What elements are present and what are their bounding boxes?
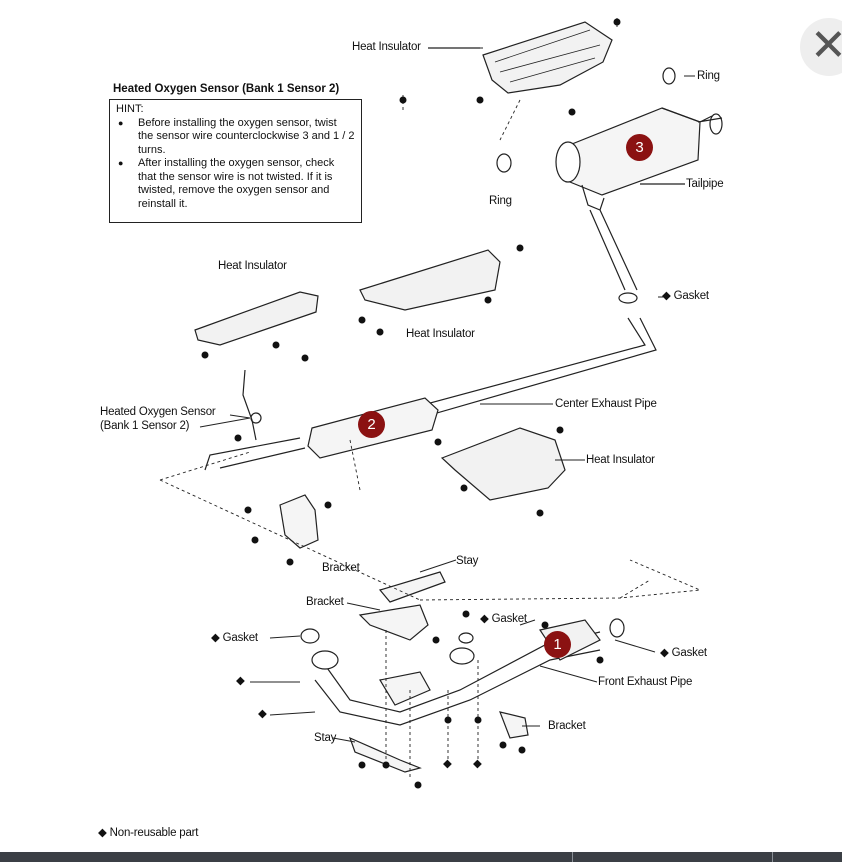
- hint-item: After installing the oxygen sensor, chec…: [116, 157, 355, 211]
- label-oxygen-sensor: Heated Oxygen Sensor: [100, 406, 216, 418]
- non-reusable-marker: ◆: [473, 758, 482, 770]
- non-reusable-marker: ◆: [443, 758, 452, 770]
- label-heat-insulator-mid: Heat Insulator: [406, 328, 475, 340]
- non-reusable-marker: ◆: [236, 675, 245, 687]
- non-reusable-icon: ◆: [662, 290, 671, 302]
- label-gasket-front-mid: ◆ Gasket: [480, 613, 527, 625]
- label-heat-insulator-top: Heat Insulator: [352, 41, 421, 53]
- label-stay-bottom: Stay: [314, 732, 337, 744]
- center-exhaust-pipe-part: [589, 209, 638, 291]
- label-heat-insulator-left: Heat Insulator: [218, 260, 287, 272]
- heat-insulator-right-part: [440, 427, 566, 501]
- label-bracket-front: Bracket: [306, 596, 344, 608]
- label-ring-right: Ring: [697, 70, 720, 82]
- heat-insulator-top-part: [482, 21, 613, 94]
- non-reusable-marker: ◆: [258, 708, 267, 720]
- callout-badge-1: 1: [544, 631, 571, 658]
- callout-badge-3: 3: [626, 134, 653, 161]
- label-front-exhaust-pipe: Front Exhaust Pipe: [598, 676, 693, 688]
- label-oxygen-sensor-bank: (Bank 1 Sensor 2): [100, 420, 190, 432]
- non-reusable-icon: ◆: [480, 613, 489, 625]
- label-ring-left: Ring: [489, 195, 512, 207]
- label-gasket-right: ◆ Gasket: [660, 647, 707, 659]
- label-bracket-bottom: Bracket: [548, 720, 586, 732]
- hint-item: Before installing the oxygen sensor, twi…: [116, 117, 355, 158]
- label-center-exhaust-pipe: Center Exhaust Pipe: [555, 398, 657, 410]
- legend-non-reusable: ◆ Non-reusable part: [98, 827, 199, 839]
- hint-title: Heated Oxygen Sensor (Bank 1 Sensor 2): [113, 83, 340, 95]
- non-reusable-icon: ◆: [211, 632, 220, 644]
- toolbar-divider: [772, 852, 773, 862]
- label-gasket-left: ◆ Gasket: [211, 632, 258, 644]
- label-heat-insulator-right: Heat Insulator: [586, 454, 655, 466]
- non-reusable-icon: ◆: [98, 827, 107, 839]
- non-reusable-icon: ◆: [660, 647, 669, 659]
- label-tailpipe: Tailpipe: [686, 178, 724, 190]
- callout-badge-2: 2: [358, 411, 385, 438]
- heat-insulator-mid-part: [359, 249, 501, 311]
- bracket-mid-part: [279, 494, 319, 549]
- hint-heading: HINT:: [116, 103, 144, 115]
- close-icon: ✕: [810, 21, 842, 70]
- toolbar-divider: [572, 852, 573, 862]
- label-stay-top: Stay: [456, 555, 479, 567]
- close-button[interactable]: ✕: [800, 18, 842, 76]
- label-gasket-tailpipe: ◆ Gasket: [662, 290, 709, 302]
- label-bracket-mid: Bracket: [322, 562, 360, 574]
- bottom-toolbar: [0, 852, 842, 862]
- heat-insulator-left-part: [194, 291, 319, 346]
- hint-box: HINT: Before installing the oxygen senso…: [109, 99, 362, 223]
